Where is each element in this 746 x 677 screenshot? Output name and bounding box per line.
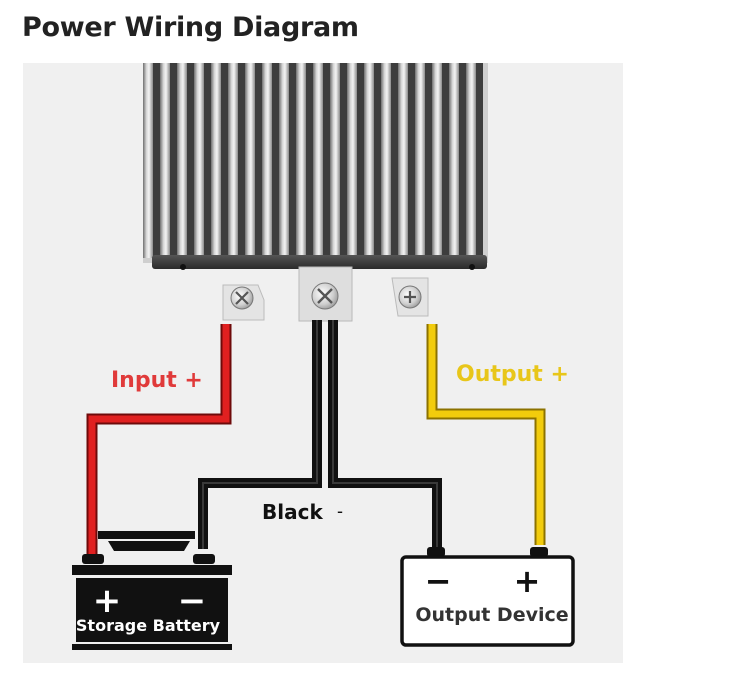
heatsink-gap	[459, 63, 466, 258]
heatsink-fin	[194, 63, 204, 258]
heatsink-gap	[289, 63, 296, 258]
heatsink-gap	[306, 63, 313, 258]
heatsink-fin	[381, 63, 391, 258]
heatsink-gap	[204, 63, 211, 258]
device-box-icon	[400, 547, 575, 647]
black-negative-label: Black	[262, 500, 323, 524]
heatsink-fin	[347, 63, 357, 258]
heatsink-gap	[391, 63, 398, 258]
heatsink-fin	[177, 63, 187, 258]
heatsink-fin	[279, 63, 289, 258]
heatsink-gap	[374, 63, 381, 258]
heatsink-gap	[357, 63, 364, 258]
black-negative-sign: -	[337, 501, 343, 521]
battery-positive-symbol: +	[93, 581, 122, 621]
heatsink-gap	[408, 63, 415, 258]
heatsink-fin	[364, 63, 374, 258]
heatsink-gap	[442, 63, 449, 258]
terminal-common-icon	[298, 266, 353, 322]
heatsink-fin	[228, 63, 238, 258]
device-negative-symbol: −	[425, 562, 452, 600]
output-positive-wire	[426, 324, 546, 545]
battery-negative-symbol: −	[178, 581, 207, 621]
battery-label: Storage Battery	[76, 616, 221, 635]
heatsink-gap	[255, 63, 262, 258]
output-positive-label: Output +	[456, 362, 569, 387]
heatsink-gap	[340, 63, 347, 258]
heatsink-gap	[221, 63, 228, 258]
heatsink-gap	[476, 63, 483, 258]
heatsink-fin	[211, 63, 221, 258]
heatsink-fin	[415, 63, 425, 258]
device-positive-symbol: +	[514, 562, 541, 600]
heatsink-fin	[330, 63, 340, 258]
heatsink-fin	[245, 63, 255, 258]
negative-wire-device	[328, 320, 442, 549]
heatsink-fin	[262, 63, 272, 258]
heatsink-gap	[153, 63, 160, 258]
terminal-input-icon	[222, 284, 265, 321]
terminal-output-icon	[391, 277, 429, 317]
heatsink-gap	[238, 63, 245, 258]
heatsink-fin	[432, 63, 442, 258]
heatsink-fin	[143, 63, 153, 258]
heatsink-gap	[170, 63, 177, 258]
heatsink-fin	[313, 63, 323, 258]
heatsink-fin	[466, 63, 476, 258]
heatsink-gap	[425, 63, 432, 258]
output-device-label: Output Device	[415, 604, 568, 626]
heatsink-gap	[272, 63, 279, 258]
heatsink-gap	[323, 63, 330, 258]
heatsink-fin	[296, 63, 306, 258]
heatsink-fin	[398, 63, 408, 258]
input-positive-label: Input +	[111, 368, 203, 393]
heatsink-icon	[143, 63, 488, 270]
heatsink-fin	[449, 63, 459, 258]
heatsink-gap	[187, 63, 194, 258]
page-title: Power Wiring Diagram	[22, 12, 359, 43]
battery-icon	[72, 531, 232, 650]
heatsink-fin	[160, 63, 170, 258]
wires	[86, 320, 546, 555]
